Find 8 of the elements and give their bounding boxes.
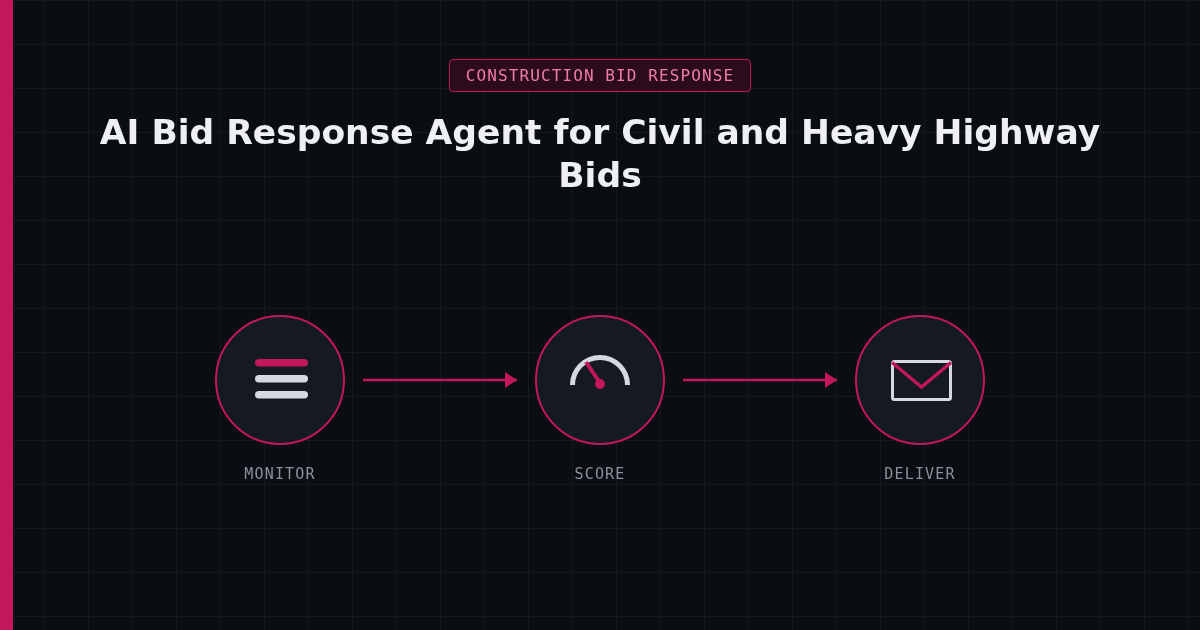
title: AI Bid Response Agent for Civil and Heavy Highway Bids [98,111,1102,197]
tag-text: CONSTRUCTION BID RESPONSE [465,66,735,85]
category-tag [449,59,751,92]
step-label: SCORE [574,465,626,483]
arrow [363,372,517,388]
arrow [683,372,837,388]
step-label: DELIVER [884,465,956,483]
step-label: MONITOR [244,465,316,483]
